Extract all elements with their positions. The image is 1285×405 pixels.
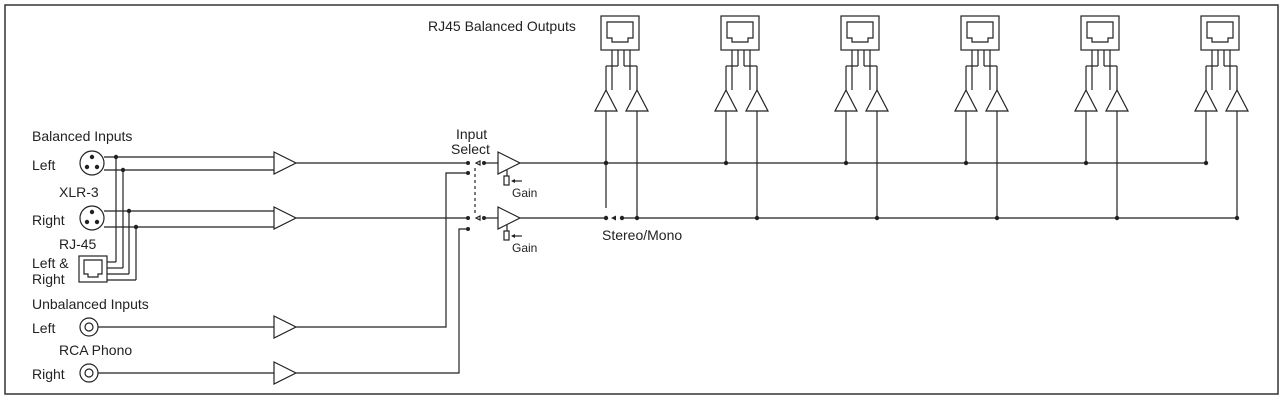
gain-control-icon	[503, 170, 522, 186]
output-channel	[714, 15, 769, 221]
unbalanced-left-label: Left	[32, 320, 55, 336]
select-label: Select	[451, 141, 490, 157]
input-label: Input	[456, 126, 487, 142]
gain-bottom-label: Gain	[512, 241, 537, 255]
output-channels	[594, 15, 1249, 221]
output-channel	[834, 15, 889, 221]
gain-control-icon	[503, 225, 522, 241]
balanced-right-label: Right	[32, 212, 65, 228]
rj45-jack-icon	[840, 15, 880, 51]
gain-top-label: Gain	[512, 186, 537, 200]
rj45-jack-icon	[78, 255, 108, 283]
output-channel	[594, 15, 649, 221]
balanced-inputs-label: Balanced Inputs	[32, 128, 132, 144]
rj45-jack-icon	[720, 15, 760, 51]
stereo-mono-label: Stereo/Mono	[602, 227, 682, 243]
rca-phono-label: RCA Phono	[59, 342, 132, 358]
rj45-label: RJ-45	[59, 236, 97, 252]
right-label-rj45: Right	[32, 271, 65, 287]
amplifier-triangle-icon	[273, 315, 298, 339]
amplifier-triangle-icon	[497, 151, 522, 175]
balanced-left-label: Left	[32, 157, 55, 173]
input-wiring	[98, 154, 274, 374]
rj45-jack-icon	[600, 15, 640, 51]
outputs-title: RJ45 Balanced Outputs	[428, 18, 576, 34]
output-channel	[1194, 15, 1249, 221]
rj45-jack-icon	[960, 15, 1000, 51]
rj45-jack-icon	[1200, 15, 1240, 51]
output-channel	[1074, 15, 1129, 221]
output-buses	[520, 160, 1238, 221]
unbalanced-inputs-label: Unbalanced Inputs	[32, 296, 149, 312]
diagram-frame	[4, 4, 1279, 395]
output-channel	[954, 15, 1009, 221]
amplifier-triangle-icon	[497, 206, 522, 230]
amplifier-triangle-icon	[273, 361, 298, 385]
selector-wiring	[296, 160, 498, 374]
xlr3-label: XLR-3	[59, 184, 99, 200]
xlr-connector-icon	[79, 205, 105, 231]
xlr-connector-icon	[79, 150, 105, 176]
rj45-jack-icon	[1080, 15, 1120, 51]
unbalanced-right-label: Right	[32, 366, 65, 382]
amplifier-triangle-icon	[273, 151, 298, 175]
left-and-label: Left &	[32, 255, 69, 271]
amplifier-triangle-icon	[273, 206, 298, 230]
